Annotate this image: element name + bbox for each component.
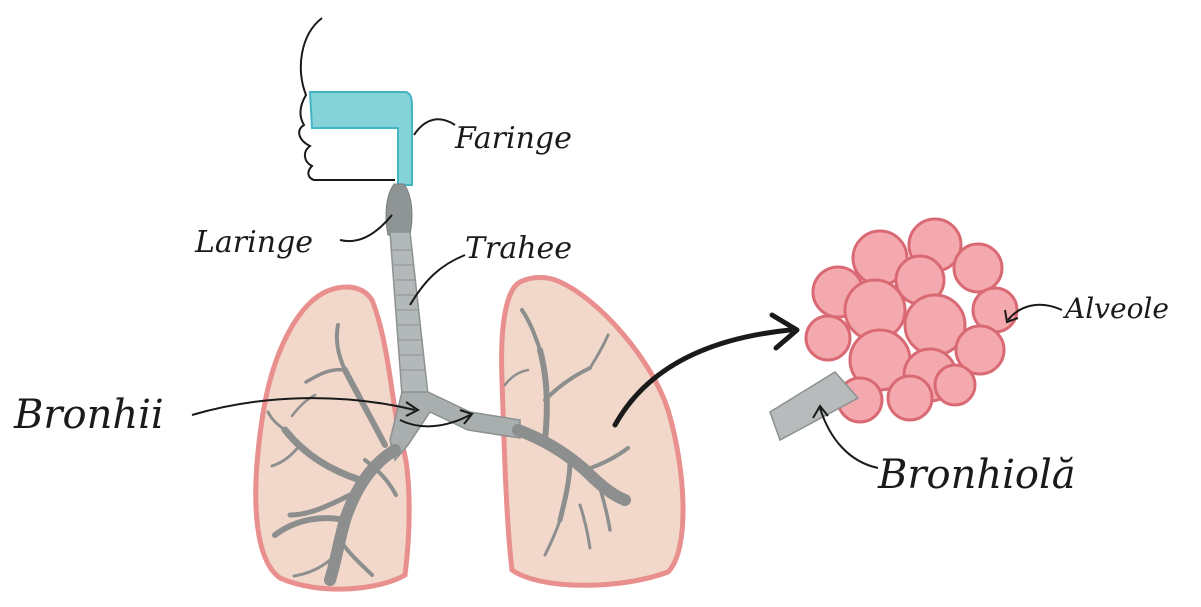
trachea [390,232,428,395]
label-bronhiola: Bronhiolă [877,452,1076,498]
label-alveole: Alveole [1062,292,1169,325]
label-bronhii: Bronhii [13,392,164,438]
label-trahee: Trahee [465,231,572,266]
left-lung [256,287,409,589]
leader-trahee [410,255,465,305]
larynx [386,184,412,235]
leader-faringe [414,119,455,135]
leader-laringe [340,215,392,241]
label-laringe: Laringe [194,225,313,260]
label-faringe: Faringe [454,121,572,156]
pharynx [310,92,412,185]
